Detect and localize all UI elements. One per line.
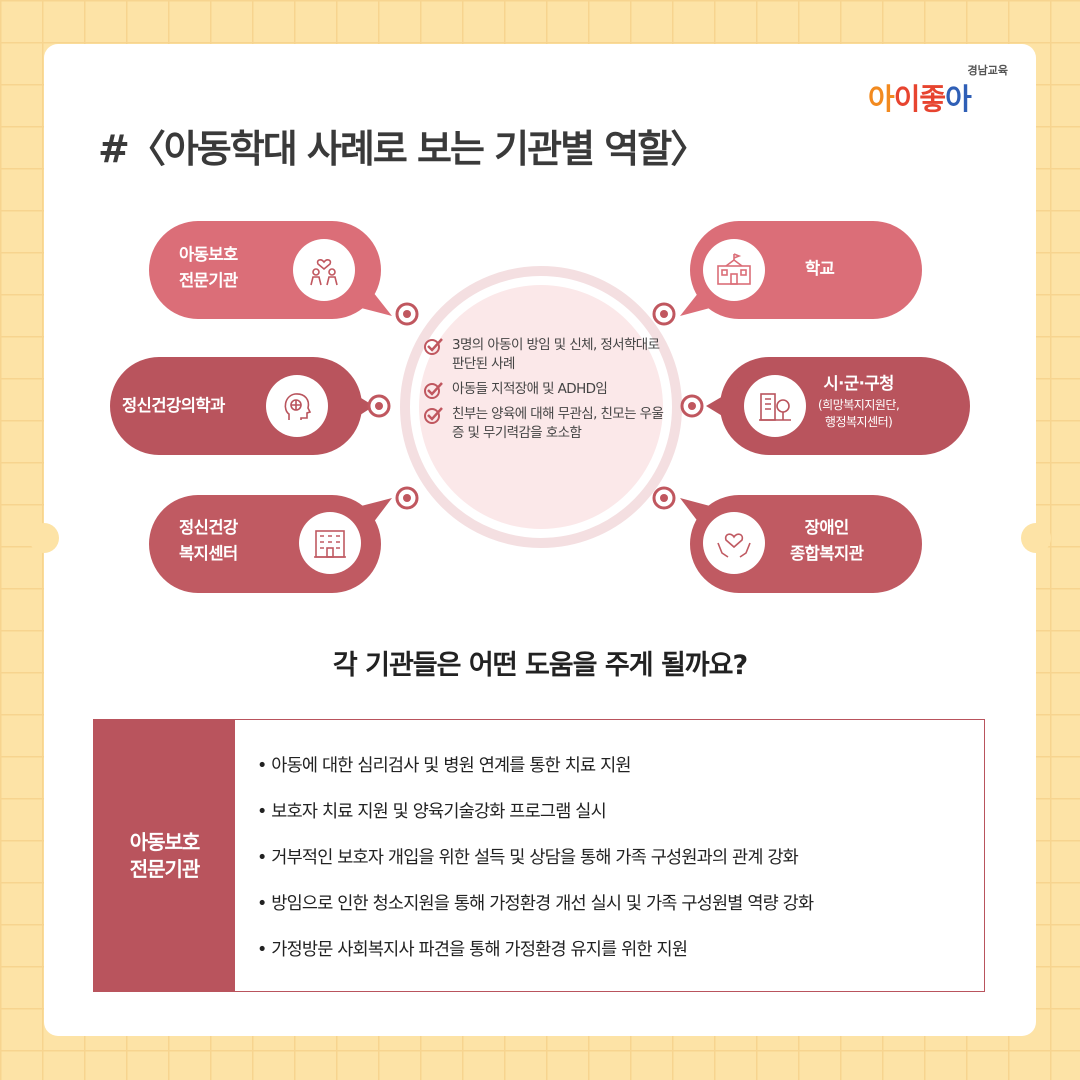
- case-item: 3명의 아동이 방임 및 신체, 정서학대로 판단된 사례: [424, 336, 669, 374]
- question-heading: 각 기관들은 어떤 도움을 주게 될까요?: [332, 650, 748, 681]
- bubble-label: 정신건강의학과: [122, 396, 225, 415]
- check-icon: [424, 382, 443, 399]
- case-item: 친부는 양육에 대해 무관심, 친모는 우울증 및 무기력감을 호소함: [424, 405, 669, 443]
- role-detail-list: 아동에 대한 심리검사 및 병원 연계를 통한 치료 지원 보호자 치료 지원 …: [235, 720, 814, 991]
- role-detail-box: 아동보호 전문기관 아동에 대한 심리검사 및 병원 연계를 통한 치료 지원 …: [93, 719, 985, 992]
- card-notch-right: [1021, 523, 1051, 553]
- list-item: 보호자 치료 지원 및 양육기술강화 프로그램 실시: [257, 800, 813, 824]
- bubble-label: 장애인 종합복지관: [790, 518, 864, 563]
- school-icon: [703, 239, 765, 301]
- bubble-label: 정신건강 복지센터: [179, 518, 238, 563]
- page-title: #〈아동학대 사례로 보는 기관별 역할〉: [98, 127, 708, 171]
- bubble-label: 아동보호 전문기관: [179, 245, 238, 290]
- case-summary: 3명의 아동이 방임 및 신체, 정서학대로 판단된 사례 아동들 지적장애 및…: [424, 336, 669, 449]
- bubble-label: 학교: [805, 259, 835, 278]
- case-item: 아동들 지적장애 및 ADHD임: [424, 380, 669, 399]
- list-item: 거부적인 보호자 개입을 위한 설득 및 상담을 통해 가족 구성원과의 관계 …: [257, 846, 813, 870]
- logo: 경남교육 아이좋아: [868, 62, 1018, 134]
- office-tree-icon: [744, 375, 806, 437]
- check-icon: [424, 407, 443, 424]
- check-icon: [424, 338, 443, 355]
- list-item: 아동에 대한 심리검사 및 병원 연계를 통한 치료 지원: [257, 754, 813, 778]
- card-notch-left: [29, 523, 59, 553]
- list-item: 가정방문 사회복지사 파견을 통해 가정환경 유지를 위한 지원: [257, 938, 813, 962]
- family-heart-icon: [293, 239, 355, 301]
- logo-subtitle: 경남교육: [967, 64, 1008, 77]
- logo-wordmark: 아이좋아: [868, 82, 972, 116]
- hands-heart-icon: [703, 512, 765, 574]
- building-icon: [299, 512, 361, 574]
- head-brain-icon: [266, 375, 328, 437]
- role-detail-head: 아동보호 전문기관: [94, 720, 235, 991]
- list-item: 방임으로 인한 청소지원을 통해 가정환경 개선 실시 및 가족 구성원별 역량…: [257, 892, 814, 916]
- bubble-label: 시·군·구청 (희망복지지원단, 행정복지센터): [818, 374, 900, 429]
